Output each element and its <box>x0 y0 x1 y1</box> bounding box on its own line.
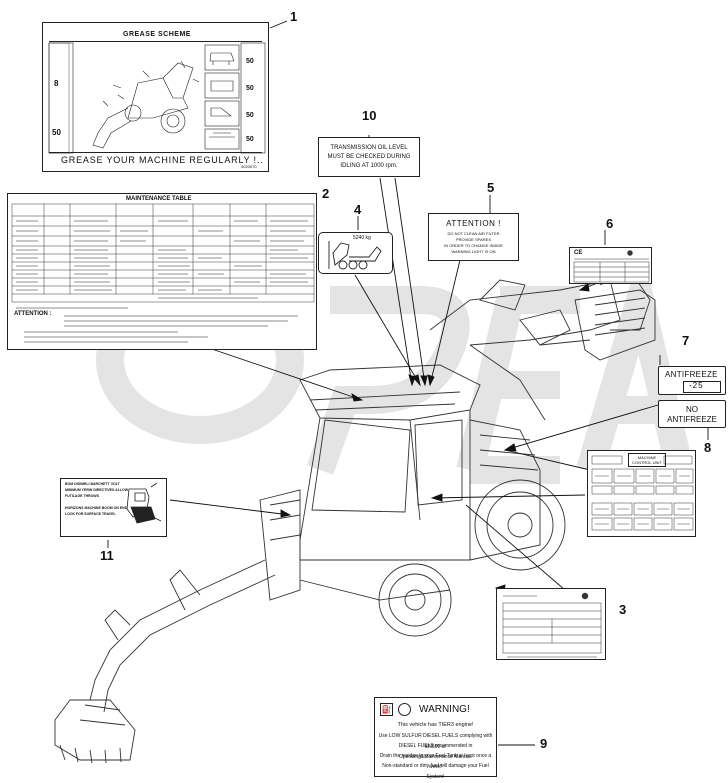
decal-no-antifreeze: NO ANTIFREEZE <box>658 400 726 428</box>
fuel-icon: ⛽ <box>380 703 393 716</box>
decal-air-filter-attention: ATTENTION ! DO NOT CLEAN AIR FILTER PROV… <box>428 213 519 261</box>
grease-scheme-footer: GREASE YOUR MACHINE REGULARLY !.. <box>61 155 264 165</box>
callout-4: 4 <box>354 202 362 217</box>
decal-fuel-warning: ⛽ WARNING! This vehicle has TIER3 engine… <box>374 697 497 780</box>
engine-icon <box>398 703 411 716</box>
maintenance-table-title: MAINTENANCE TABLE <box>126 196 192 202</box>
grease-scheme-title: GREASE SCHEME <box>123 31 191 38</box>
transmission-oil-line-1: TRANSMISSION OIL LEVEL <box>330 145 408 151</box>
transmission-oil-line-3: IDLING AT 1000 rpm. <box>340 163 398 169</box>
grease-points-illustration <box>48 42 266 154</box>
decal-ce-plate: CE <box>569 247 652 284</box>
boom-lock-line-3: FUTILAGE THROWS <box>65 494 100 498</box>
antifreeze-value: -25 <box>689 381 704 390</box>
callout-11: 11 <box>100 548 114 563</box>
air-filter-line-3: IN ORDER TO CHANGE INSIDE <box>444 243 503 248</box>
air-filter-title: ATTENTION ! <box>446 219 501 228</box>
decal-grease-scheme: GREASE SCHEME 8 50 50 50 50 50 GREASE YO… <box>42 22 269 172</box>
machine-weight-icon <box>328 241 382 270</box>
antifreeze-label: ANTIFREEZE <box>665 370 718 379</box>
air-filter-line-4: WARNING LIGHT IS ON <box>451 249 496 254</box>
boom-lock-line-5: LOCK FOR SURFACE TRAVEL <box>65 512 116 516</box>
fuel-warning-line-5: Non-standard or dirty fuel will damage y… <box>382 763 489 780</box>
callout-6: 6 <box>606 216 614 231</box>
callout-5: 5 <box>487 180 495 195</box>
no-antifreeze-line-1: NO <box>686 405 698 414</box>
fuel-warning-line-3: DIESEL FUELS recommended in Operating&Ma… <box>398 743 473 760</box>
ce-plate-fields <box>573 250 650 283</box>
boom-lock-icon <box>126 482 162 524</box>
grease-hours-1: 8 <box>54 79 59 88</box>
identification-plate-fields <box>502 592 602 658</box>
boom-lock-line-1: BOM DIDIMELI BARCHETT VOLT <box>65 482 120 486</box>
fuel-warning-line-1: This vehicle has TIER3 engine! <box>397 722 474 728</box>
decal-maintenance-table: MAINTENANCE TABLE <box>7 193 317 350</box>
callout-9: 9 <box>540 736 548 751</box>
machine-weight-value: 5240 kg <box>353 235 371 241</box>
decal-boom-lock: BOM DIDIMELI BARCHETT VOLT MINIMUM YERIN… <box>60 478 167 537</box>
grease-hours-left: 50 <box>52 128 61 137</box>
grease-hours-5: 50 <box>246 136 254 143</box>
boom-lock-line-4: HORIZONS MACHINE BOOM ON END <box>65 506 128 510</box>
callout-3: 3 <box>619 602 627 617</box>
fuel-warning-title: WARNING! <box>419 704 470 715</box>
grease-hours-2: 50 <box>246 58 254 65</box>
no-antifreeze-line-2: ANTIFREEZE <box>667 415 717 424</box>
maintenance-attention: ATTENTION : <box>14 311 52 317</box>
callout-2: 2 <box>322 186 330 201</box>
ce-mark: CE <box>574 250 583 256</box>
air-filter-line-1: DO NOT CLEAN AIR FILTER <box>447 231 500 236</box>
decal-identification-plate <box>496 588 606 660</box>
boom-lock-line-2: MINIMUM YERIN DIRECTIVES ALLOW <box>65 488 128 492</box>
air-filter-line-2: PROVIDE SPARES <box>455 237 492 242</box>
grease-hours-4: 50 <box>246 112 254 119</box>
callout-1: 1 <box>290 9 298 24</box>
decal-antifreeze: ANTIFREEZE -25 <box>658 366 726 395</box>
grease-scheme-code: 4020070 <box>241 164 257 169</box>
fuel-warning-line-4: Drain the residue in your Fuel Tank at l… <box>379 753 492 770</box>
decal-machine-control-unit: MACHINE CONTROL UNIT <box>587 450 696 537</box>
callout-10: 10 <box>362 108 377 123</box>
control-unit-title: MACHINE CONTROL UNIT <box>628 453 666 467</box>
grease-hours-3: 50 <box>246 85 254 92</box>
control-unit-fuse-grid <box>591 455 694 531</box>
callout-8: 8 <box>704 440 712 455</box>
callout-7: 7 <box>682 333 690 348</box>
decal-machine-weight: 5240 kg <box>318 232 393 274</box>
decal-transmission-oil: TRANSMISSION OIL LEVEL MUST BE CHECKED D… <box>318 137 420 177</box>
fuel-warning-line-2: Use LOW SULFUR DIESEL FUELS complying wi… <box>378 733 493 750</box>
transmission-oil-line-2: MUST BE CHECKED DURING <box>327 154 411 160</box>
maintenance-table-grid <box>11 203 315 343</box>
